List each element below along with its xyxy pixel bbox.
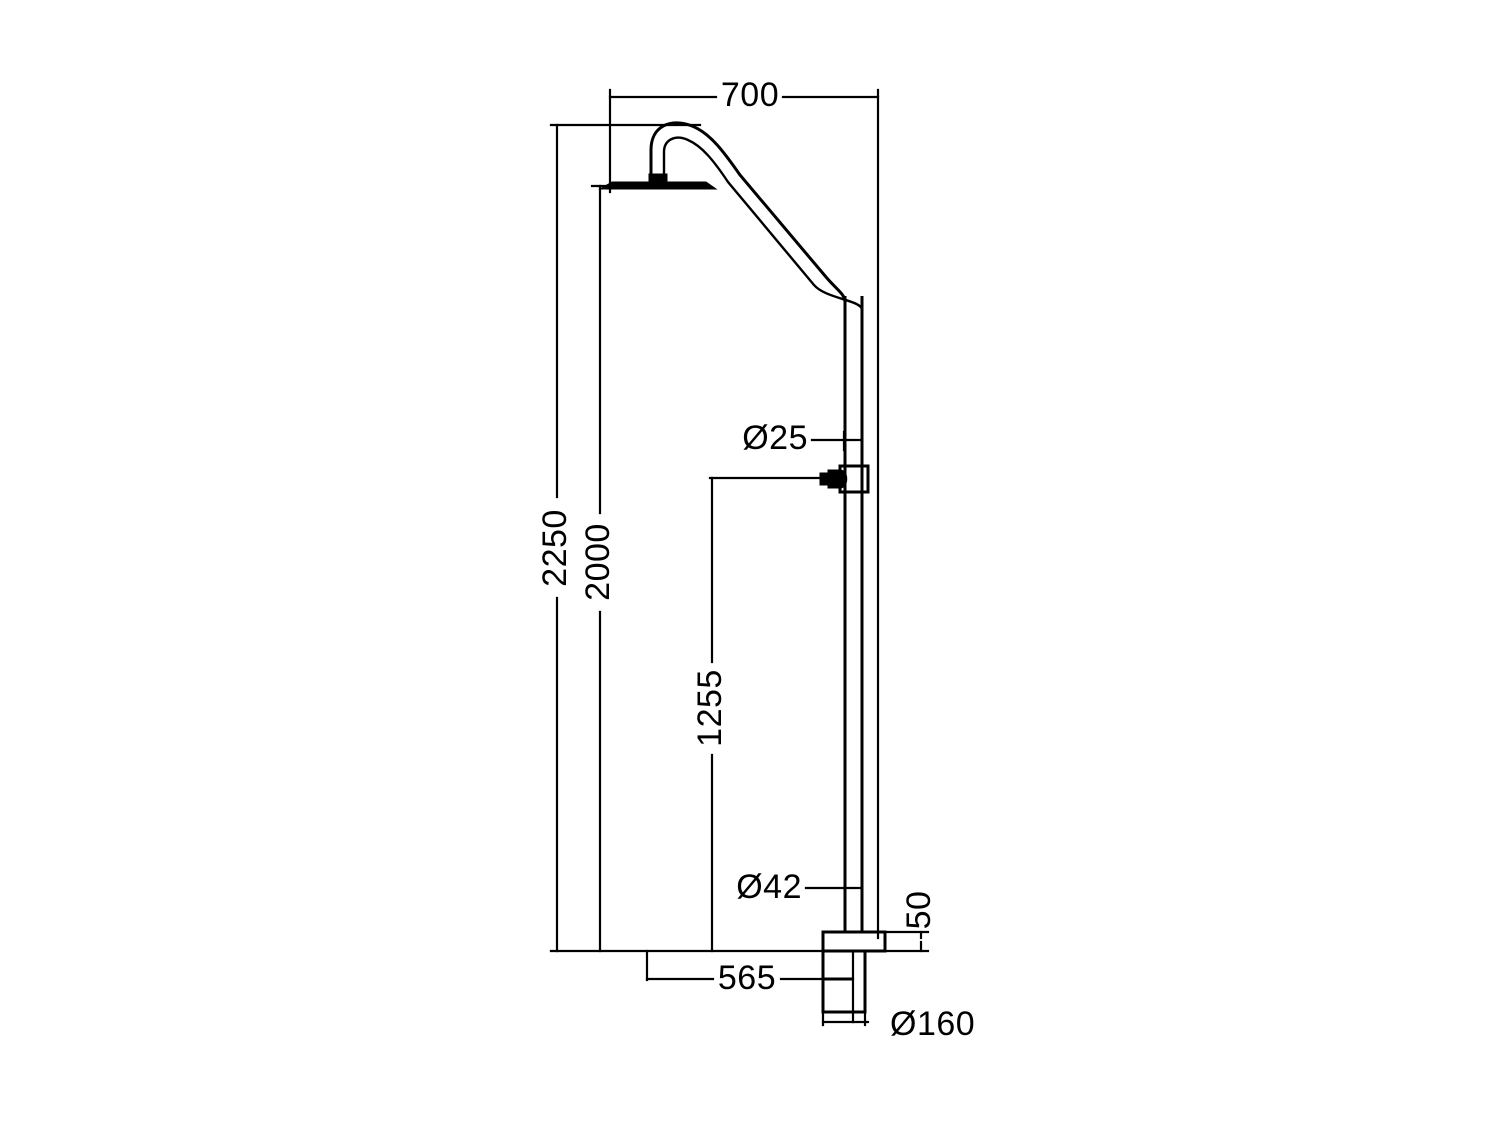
dim-label-d25: Ø25	[742, 419, 808, 457]
base-plate-body	[821, 930, 887, 953]
dimension-160-group	[821, 953, 870, 1027]
base-plate	[821, 930, 887, 1014]
dim-label-d42: Ø42	[736, 868, 802, 906]
mixer-valve-handle	[819, 464, 870, 494]
vertical-column	[843, 296, 864, 932]
base-boss	[821, 951, 867, 1014]
dim-label-d160: Ø160	[890, 1005, 975, 1043]
dimension-700-group	[608, 88, 880, 940]
dimension-2250-group	[549, 123, 702, 953]
leader-d25-group	[810, 430, 862, 452]
valve-stem	[819, 472, 833, 486]
valve-knob	[827, 469, 848, 489]
gooseneck-arm	[649, 121, 864, 311]
dim-label-700: 700	[721, 76, 779, 114]
shower-head-plate	[598, 181, 718, 190]
shower-head-neck	[648, 173, 668, 184]
dimension-50-group	[883, 930, 930, 953]
dim-label-2250: 2250	[536, 509, 574, 587]
dim-label-50: 50	[900, 891, 938, 930]
shower-head-disc	[598, 173, 718, 190]
gooseneck-outer-profile	[649, 121, 847, 303]
dimension-1255-group	[708, 476, 842, 953]
dim-label-1255: 1255	[691, 669, 729, 747]
gooseneck-inner-profile	[662, 136, 864, 311]
dim-label-2000: 2000	[579, 523, 617, 601]
dim-label-565: 565	[718, 959, 776, 997]
